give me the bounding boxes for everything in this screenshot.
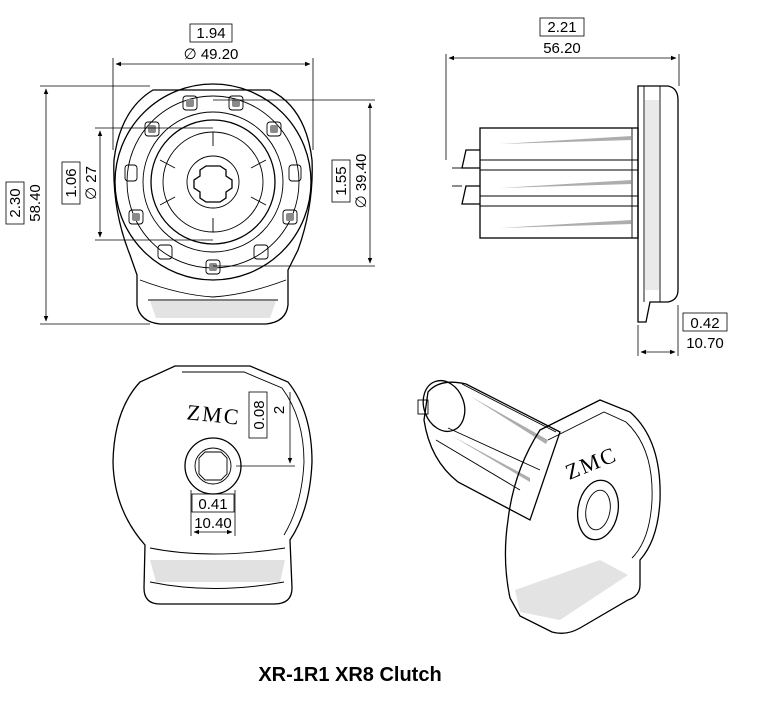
side-length-in-label: 2.21 — [547, 19, 576, 36]
front-width-in-label: 1.94 — [196, 25, 225, 42]
side-view-dimensions — [445, 17, 728, 356]
side-length-mm-label: 56.20 — [543, 40, 581, 57]
side-view — [452, 85, 679, 323]
front-view-dimensions — [5, 23, 375, 325]
isometric-view — [417, 379, 661, 634]
back-view-logo: ZMC — [186, 399, 242, 429]
isometric-logo: ZMC — [562, 441, 621, 484]
inner-dia-mm-label: ∅ 27 — [83, 166, 100, 200]
bore-mm-label: 10.40 — [194, 515, 232, 532]
outer-dia-mm-label: ∅ 39.40 — [353, 154, 370, 209]
flange-mm-label: 10.70 — [686, 335, 724, 352]
back-view-dimensions — [190, 391, 295, 536]
outer-dia-in-label: 1.55 — [333, 166, 350, 195]
back-view — [112, 365, 313, 605]
front-view — [113, 83, 313, 325]
offset-mm-label: 2 — [271, 406, 288, 414]
drawing-title: XR-1R1 XR8 Clutch — [258, 664, 441, 686]
flange-in-label: 0.42 — [690, 315, 719, 332]
front-width-mm-label: ∅ 49.20 — [184, 46, 239, 63]
inner-dia-in-label: 1.06 — [63, 168, 80, 197]
bore-in-label: 0.41 — [198, 496, 227, 513]
front-height-mm-label: 58.40 — [27, 184, 44, 222]
front-height-in-label: 2.30 — [7, 188, 24, 217]
offset-in-label: 0.08 — [251, 400, 268, 429]
